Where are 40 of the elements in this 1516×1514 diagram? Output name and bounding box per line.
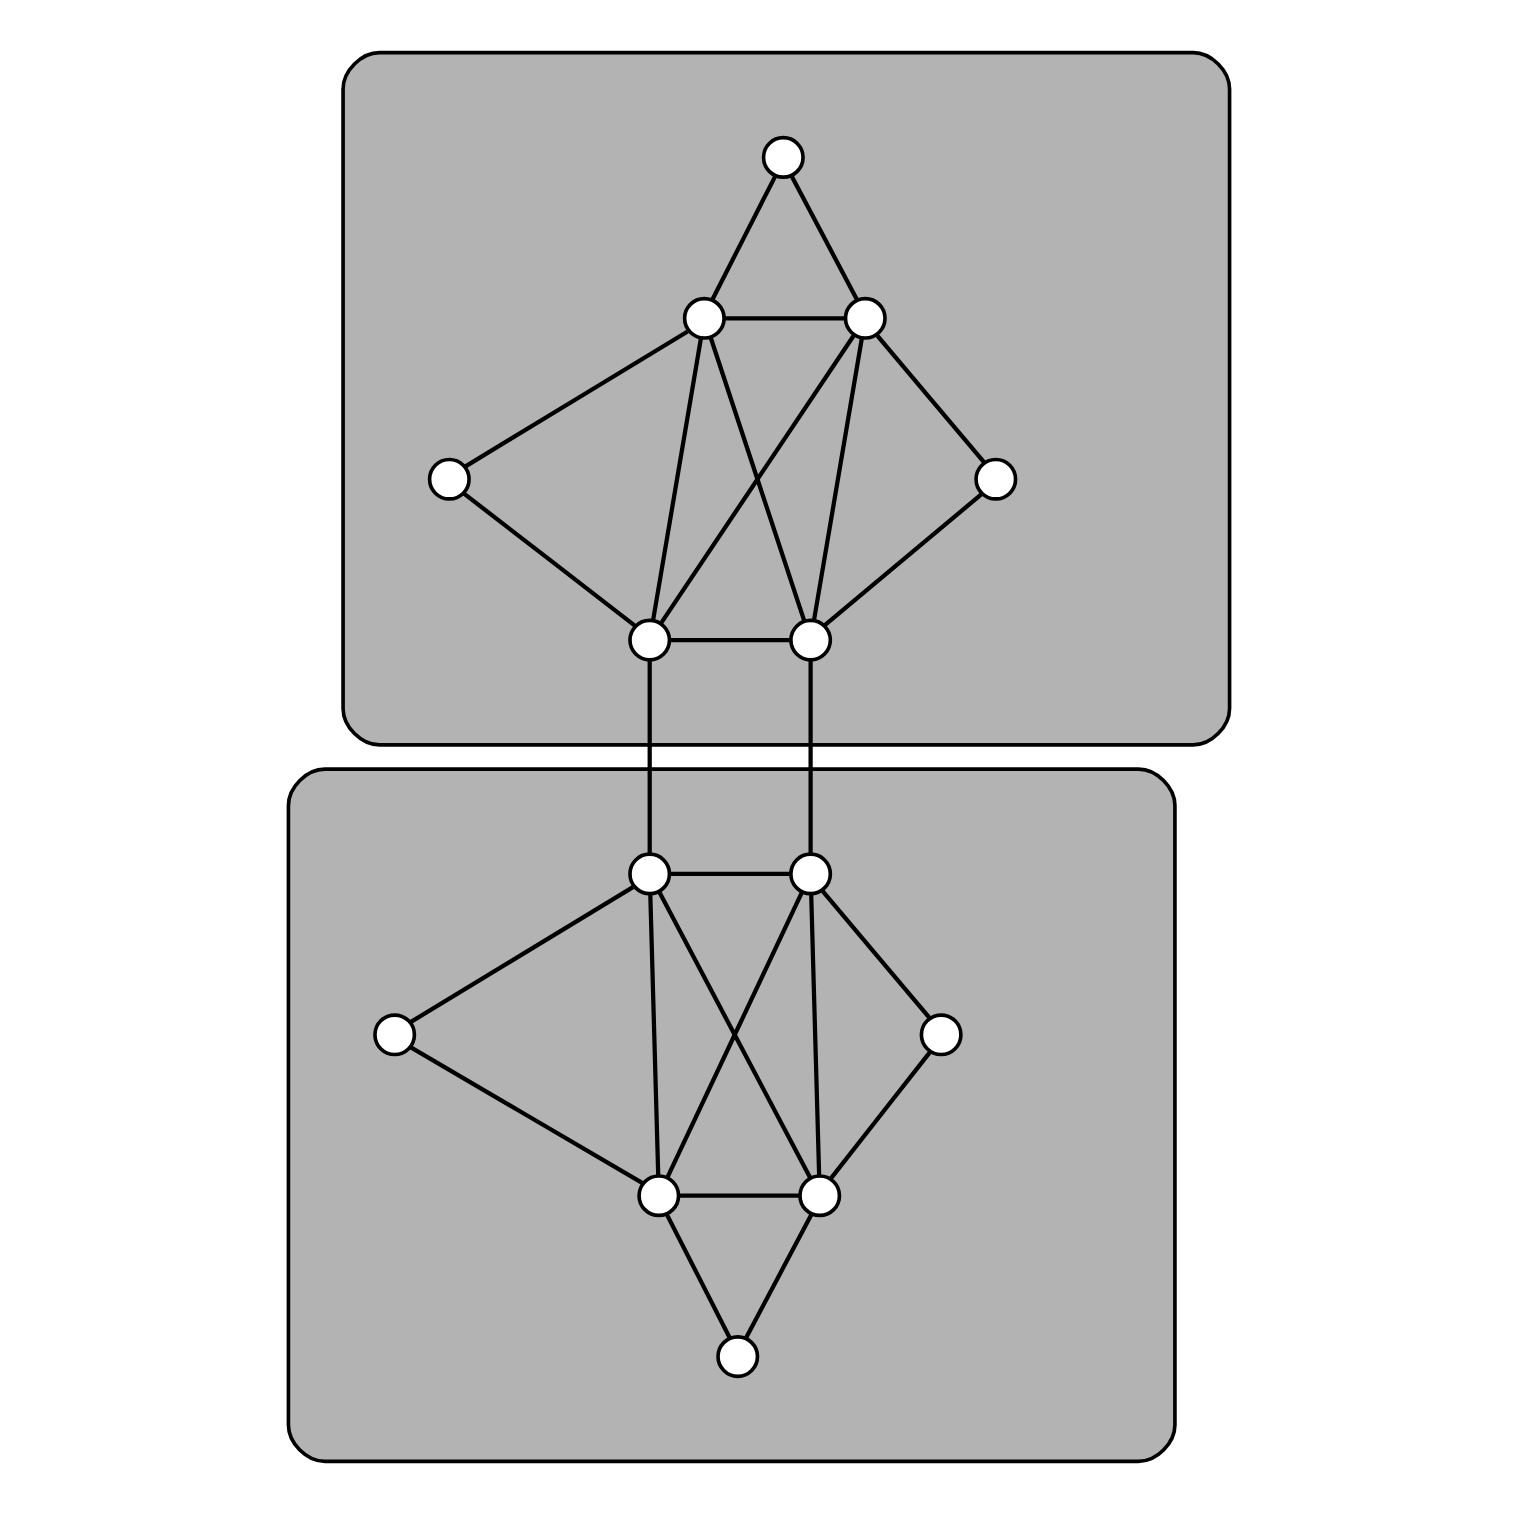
node-circle (788, 618, 832, 662)
connector (461, 491, 636, 628)
connector (707, 336, 806, 622)
connector (788, 174, 858, 301)
node-circle (973, 457, 1017, 501)
connector (677, 1193, 799, 1198)
connector (743, 1213, 813, 1340)
connector (874, 334, 985, 464)
connector (668, 871, 790, 876)
node-circle (372, 1013, 416, 1057)
connector (822, 492, 982, 628)
connector (408, 885, 634, 1024)
connector (647, 893, 660, 1176)
node-circle (842, 296, 886, 340)
connector (827, 1050, 931, 1181)
connector (646, 661, 651, 854)
connector (663, 1213, 731, 1340)
cluster (340, 50, 1231, 747)
connector (709, 174, 777, 301)
connector (810, 338, 863, 621)
cluster (285, 767, 1176, 1464)
connector (807, 661, 812, 854)
node-circle (918, 1013, 962, 1057)
node-circle (760, 135, 804, 179)
node-circle (715, 1335, 759, 1379)
node-circle (636, 1174, 680, 1218)
connector (408, 1045, 643, 1185)
node-circle (788, 852, 832, 896)
node-circle (797, 1174, 841, 1218)
connector (723, 316, 845, 321)
connector (463, 329, 688, 469)
node-circle (627, 852, 671, 896)
connector (658, 333, 856, 625)
connector (668, 638, 790, 643)
node-circle (627, 618, 671, 662)
node-circle (681, 296, 725, 340)
connector (820, 889, 931, 1020)
connector (808, 893, 821, 1176)
connector (650, 338, 702, 621)
node-circle (426, 457, 470, 501)
